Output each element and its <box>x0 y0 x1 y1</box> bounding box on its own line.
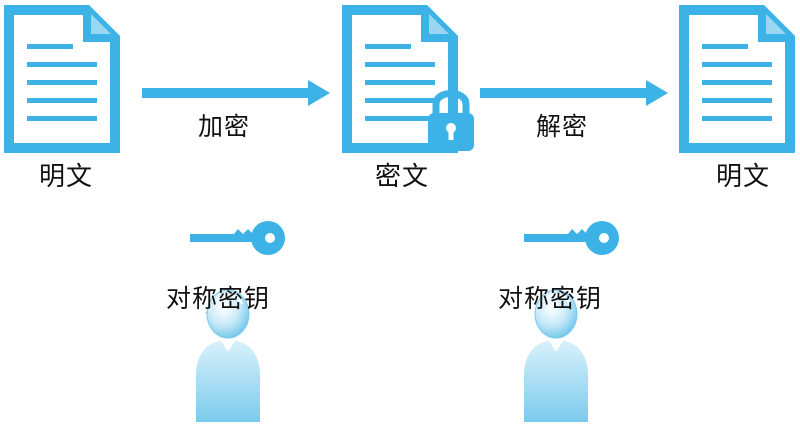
encrypt-label: 加密 <box>197 112 250 141</box>
plaintext-source-label: 明文 <box>38 162 93 192</box>
symmetric-key-icon-left <box>190 221 285 255</box>
ciphertext-label: 密文 <box>374 162 429 192</box>
encrypt-arrow <box>142 80 330 106</box>
decrypt-arrow <box>480 80 668 106</box>
symmetric-key-label-left: 对称密钥 <box>165 284 270 313</box>
decrypted-document-icon <box>684 10 790 148</box>
symmetric-key-icon-right <box>524 221 619 255</box>
lock-icon <box>428 90 474 151</box>
symmetric-key-label-right: 对称密钥 <box>497 284 602 313</box>
plaintext-document-icon <box>9 10 115 148</box>
decrypt-label: 解密 <box>535 112 588 141</box>
plaintext-result-label: 明文 <box>715 162 770 192</box>
